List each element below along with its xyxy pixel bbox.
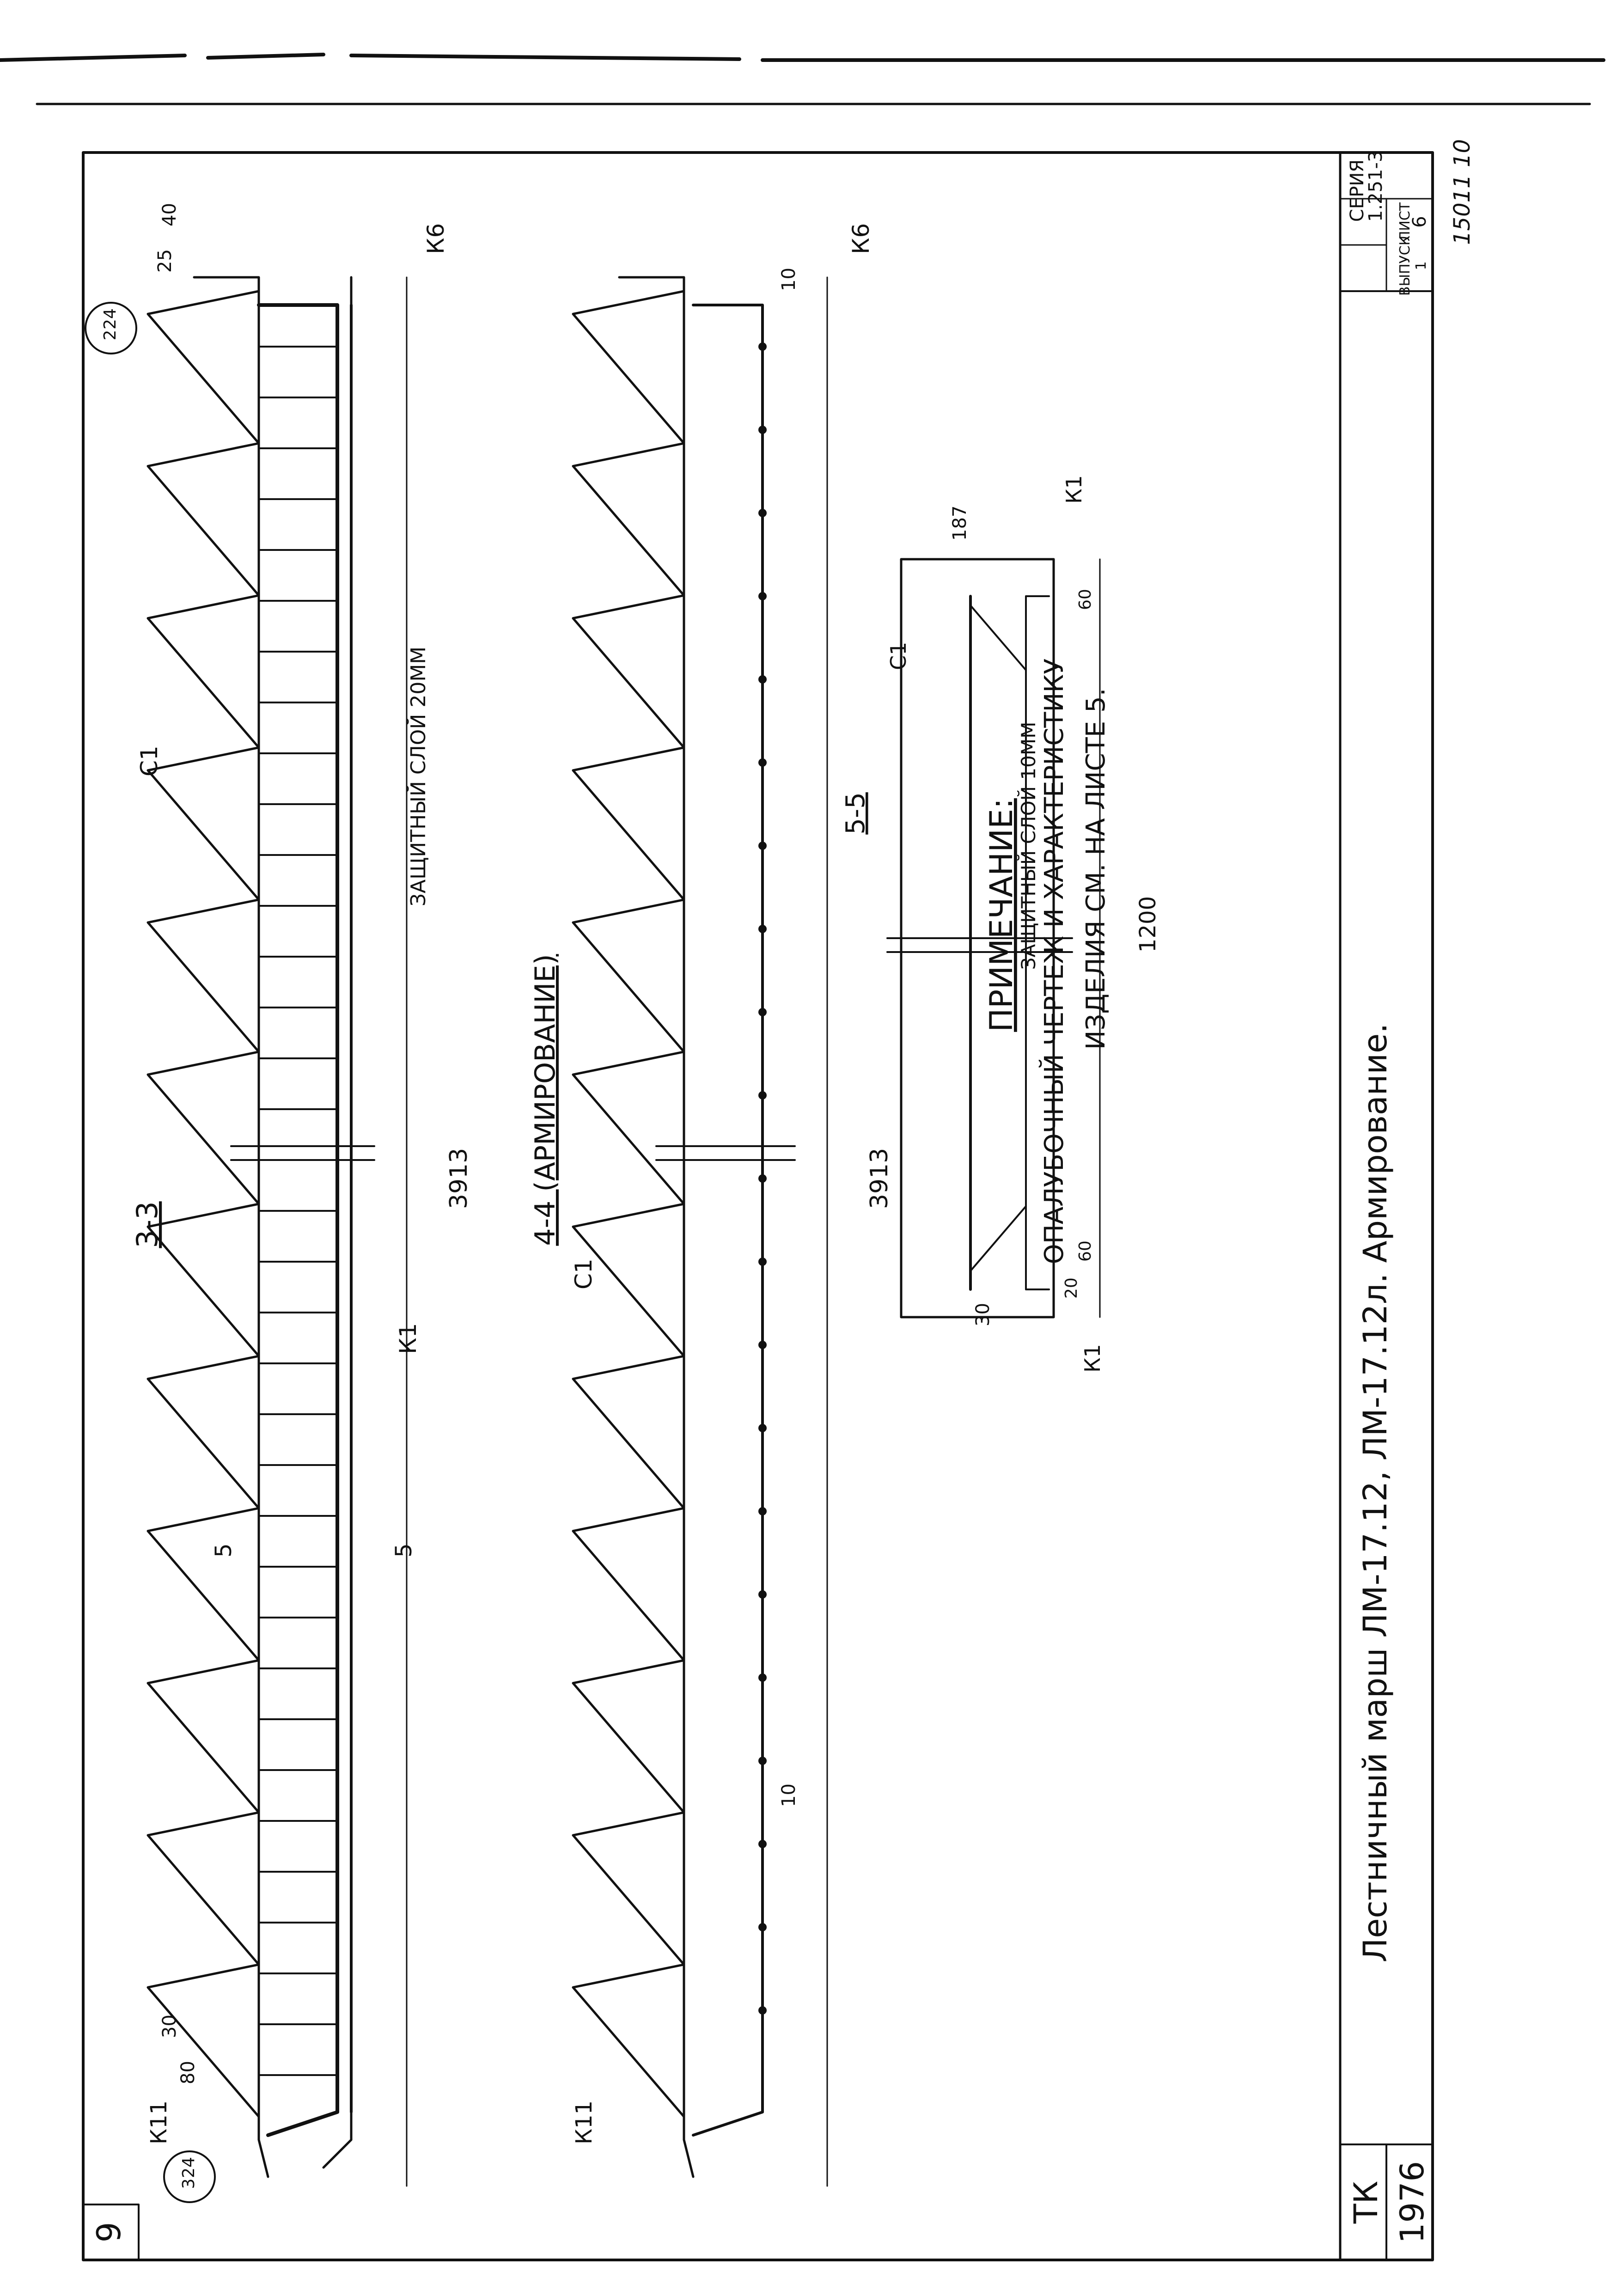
callout-top-num: 3 (179, 2179, 198, 2189)
callout-circle-bottom (85, 302, 137, 354)
label-k1-top-5-5: К1 (1080, 1344, 1105, 1373)
bar-dot (758, 842, 767, 850)
label-c1-4-4: С1 (570, 1258, 597, 1289)
title-3-3: 3-3 (130, 1201, 164, 1248)
label-k6-4-4: К6 (848, 223, 874, 254)
section-4-4: 3913 4-4 (АРМИРОВАНИЕ) К11 С1 К6 10 10 (529, 223, 893, 2187)
stirrups-3-3 (258, 346, 338, 2076)
note-line-2: ИЗДЕЛИЯ СМ. НА ЛИСТЕ 5. (1081, 688, 1111, 1050)
bar-dot (758, 1424, 767, 1432)
sheet-number-box (82, 2204, 140, 2261)
dim-1200: 1200 (1135, 896, 1161, 953)
sheet-value: 6 (1409, 216, 1430, 227)
handwritten-number: 15011 10 (1449, 139, 1475, 245)
bar-dot (758, 1757, 767, 1765)
cut-label-left-3-3: 5 (211, 1543, 237, 1557)
bar-dot (758, 1091, 767, 1099)
bar-dot (758, 1673, 767, 1682)
label-k11-4-4: К11 (571, 2101, 597, 2144)
dim-80: 80 (177, 2061, 199, 2084)
label-k6-3-3: К6 (422, 223, 449, 254)
sheet-label: ЛИСТ (1397, 202, 1413, 241)
label-k1-bottom-5-5: К1 (1062, 475, 1086, 504)
cover-note-3-3: ЗАЩИТНЫЙ СЛОЙ 20ММ (406, 647, 430, 906)
dim-187: 187 (949, 506, 970, 541)
scan-header-line (0, 53, 1605, 62)
label-k11-3-3: К11 (146, 2101, 172, 2144)
bar-dots-4-4 (758, 342, 767, 2015)
frame (82, 151, 1434, 2261)
section-5-5: 5-5 1200 187 30 20 60 60 К1 К1 С1 ЗАЩИТН… (841, 475, 1161, 1373)
cover-note-5-5: ЗАЩИТНЫЙ СЛОЙ 10ММ (1017, 722, 1040, 970)
bar-dot (758, 1840, 767, 1848)
title-4-4: 4-4 (АРМИРОВАНИЕ) (529, 954, 561, 1246)
bar-dot (758, 675, 767, 684)
section-3-3: 3913 3-3 К11 К1 С1 К6 5 5 ЗАЩИТНЫЙ СЛОЙ … (85, 203, 473, 2203)
callout-bottom-den: 24 (101, 308, 120, 330)
dim-20-5-5: 20 (1062, 1277, 1081, 1299)
dim-length-4-4: 3913 (866, 1148, 893, 1209)
bar-dot (758, 1174, 767, 1183)
callout-circle-top (163, 2150, 216, 2203)
break-mark-5-5 (886, 937, 1073, 953)
dim-30: 30 (159, 2015, 180, 2038)
stair-profile-4-4 (572, 290, 685, 2118)
rotated-drawing: 9 СЕРИЯ 1.251-3 ВЫПУСК 1 ЛИСТ 6 15011 10… (82, 139, 1475, 2261)
label-k1-3-3: К1 (395, 1323, 421, 1354)
break-mark-3-3 (230, 1145, 375, 1161)
dim-40: 40 (159, 203, 180, 226)
bar-dot (758, 758, 767, 767)
dim-10-bottom-4-4: 10 (778, 268, 799, 291)
bar-dot (758, 1008, 767, 1016)
bar-dot (758, 1341, 767, 1349)
note-block: ПРИМЕЧАНИЕ: ОПАЛУБОЧНЫЙ ЧЕРТЕЖ И ХАРАКТЕ… (983, 659, 1111, 1264)
dim-length-3-3: 3913 (445, 1148, 473, 1209)
note-heading: ПРИМЕЧАНИЕ: (983, 798, 1020, 1032)
break-mark-4-4 (655, 1145, 796, 1161)
series-value: 1.251-3 (1365, 151, 1386, 222)
bar-dot (758, 426, 767, 434)
title-5-5: 5-5 (841, 792, 871, 834)
org-stamp: ТК 1976 (1339, 2143, 1434, 2261)
issue-value: 1 (1413, 261, 1429, 270)
bar-dot (758, 509, 767, 517)
label-c1-3-3: С1 (136, 745, 163, 776)
dim-10-top-4-4: 10 (778, 1783, 799, 1807)
dim-30-5-5: 30 (972, 1303, 994, 1326)
org-label: ТК (1347, 2181, 1385, 2224)
bar-dot (758, 2006, 767, 2015)
year-label: 1976 (1393, 2161, 1431, 2243)
slab-bottom-4-4 (618, 276, 695, 2178)
issue-label: ВЫПУСК (1397, 236, 1413, 296)
bar-dot (758, 1923, 767, 1931)
bar-dot (758, 1590, 767, 1599)
bar-dot (758, 1507, 767, 1515)
series-label: СЕРИЯ (1347, 159, 1368, 222)
bar-dot (758, 342, 767, 351)
dim-25: 25 (154, 249, 176, 273)
label-c1-5-5: С1 (886, 642, 911, 670)
main-bar-3-3 (257, 303, 339, 2137)
cut-label-right-3-3: 5 (391, 1543, 417, 1557)
bar-4-4 (692, 304, 764, 2137)
callout-bottom-num: 2 (101, 330, 120, 341)
stair-profile-3-3 (146, 290, 260, 2118)
drawing-title: Лестничный марш ЛМ-17.12, ЛМ-17.12л. Арм… (1356, 1023, 1394, 1963)
bar-dot (758, 1258, 767, 1266)
bar-dot (758, 592, 767, 600)
dim-60-bottom-5-5: 60 (1076, 589, 1095, 610)
sheet-corner-number: 9 (90, 2222, 128, 2243)
callout-top-den: 24 (179, 2157, 198, 2178)
bar-dot (758, 925, 767, 933)
dim-60-top-5-5: 60 (1076, 1240, 1095, 1262)
series-stamp: СЕРИЯ 1.251-3 ВЫПУСК 1 ЛИСТ 6 (1339, 151, 1434, 296)
